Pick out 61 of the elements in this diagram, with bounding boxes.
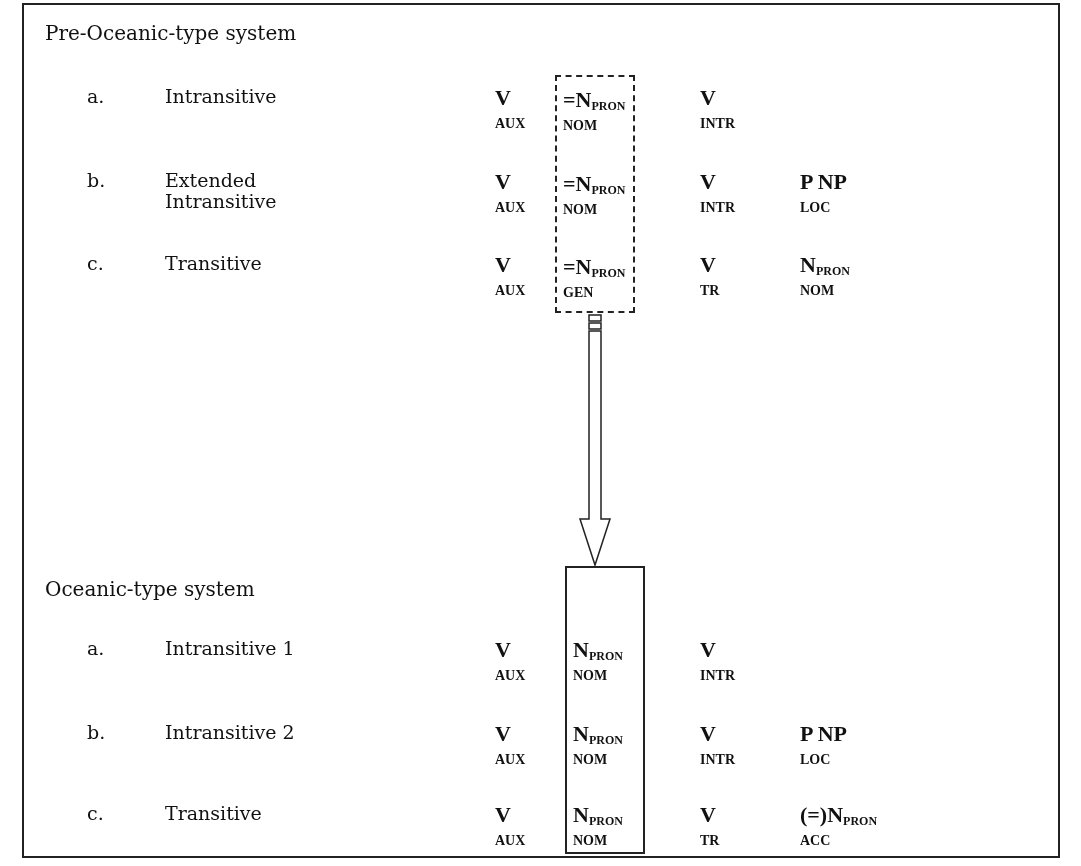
- category-symbol: V: [495, 170, 511, 195]
- feature-subscript: NOM: [800, 283, 835, 299]
- feature-subscript: TR: [700, 283, 720, 299]
- category-symbol: =N$_{PRON}$: [563, 172, 626, 198]
- feature-subscript: INTR: [700, 752, 735, 768]
- row-letter: b.: [87, 170, 106, 191]
- section-heading: Oceanic-type system: [45, 578, 255, 600]
- feature-subscript: NOM: [573, 668, 608, 684]
- feature-subscript: NOM: [563, 202, 598, 218]
- row-label: Transitive: [165, 253, 262, 274]
- category-symbol: V: [700, 86, 716, 111]
- category-symbol: V: [495, 86, 511, 111]
- category-symbol: V: [700, 253, 716, 278]
- category-symbol: V: [700, 803, 716, 828]
- category-symbol: (=)N$_{PRON}$: [800, 803, 878, 829]
- solid-box: [565, 566, 645, 854]
- feature-subscript: NOM: [563, 118, 598, 134]
- category-symbol: V: [495, 638, 511, 663]
- category-symbol: V: [495, 253, 511, 278]
- category-symbol: P NP: [800, 722, 848, 747]
- row-label: Extended Intransitive: [165, 170, 278, 212]
- feature-subscript: ACC: [800, 833, 831, 849]
- dashed-box: [555, 75, 635, 313]
- category-symbol: N$_{PRON}$: [573, 803, 623, 829]
- category-symbol: =N$_{PRON}$: [563, 255, 626, 281]
- section-heading: Pre-Oceanic-type system: [45, 22, 297, 44]
- category-symbol: =N$_{PRON}$: [563, 88, 626, 114]
- feature-subscript: GEN: [563, 285, 594, 301]
- feature-subscript: INTR: [700, 200, 735, 216]
- feature-subscript: NOM: [573, 752, 608, 768]
- row-letter: a.: [87, 638, 105, 659]
- feature-subscript: LOC: [800, 752, 831, 768]
- category-symbol: P NP: [800, 170, 848, 195]
- feature-subscript: INTR: [700, 668, 735, 684]
- row-label: Intransitive 2: [165, 722, 295, 743]
- row-label: Intransitive 1: [165, 638, 295, 659]
- feature-subscript: NOM: [573, 833, 608, 849]
- category-symbol: V: [700, 170, 716, 195]
- category-symbol: V: [700, 722, 716, 747]
- row-label: Transitive: [165, 803, 262, 824]
- row-letter: c.: [87, 803, 104, 824]
- feature-subscript: INTR: [700, 116, 735, 132]
- feature-subscript: AUX: [495, 116, 526, 132]
- feature-subscript: AUX: [495, 668, 526, 684]
- row-label: Intransitive: [165, 86, 277, 107]
- category-symbol: V: [495, 722, 511, 747]
- feature-subscript: AUX: [495, 283, 526, 299]
- category-symbol: N$_{PRON}$: [573, 638, 623, 664]
- row-letter: c.: [87, 253, 104, 274]
- category-symbol: N$_{PRON}$: [573, 722, 623, 748]
- category-symbol: V: [495, 803, 511, 828]
- category-symbol: N$_{PRON}$: [800, 253, 850, 279]
- feature-subscript: LOC: [800, 200, 831, 216]
- hollow-arrow: [578, 314, 612, 568]
- category-symbol: V: [700, 638, 716, 663]
- feature-subscript: AUX: [495, 200, 526, 216]
- feature-subscript: AUX: [495, 752, 526, 768]
- row-letter: b.: [87, 722, 106, 743]
- feature-subscript: TR: [700, 833, 720, 849]
- row-letter: a.: [87, 86, 105, 107]
- feature-subscript: AUX: [495, 833, 526, 849]
